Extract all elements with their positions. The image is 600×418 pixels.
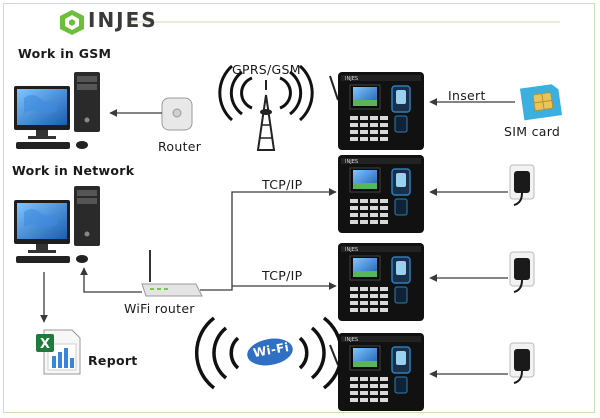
wifi-router-label: WiFi router <box>124 301 195 316</box>
network-computer-icon <box>14 186 100 263</box>
terminal-gsm-icon <box>337 71 425 151</box>
brand-logo-icon <box>60 10 560 35</box>
svg-text:X: X <box>40 337 50 352</box>
excel-report-icon: X <box>36 329 81 375</box>
brand-name: INJES <box>88 8 158 32</box>
power-adapter-2-icon <box>509 251 535 293</box>
terminal-tcpip-2-icon <box>337 242 425 322</box>
report-label: Report <box>88 353 138 368</box>
sim-card-icon <box>519 84 563 121</box>
gsm-section-title: Work in GSM <box>18 46 112 61</box>
gprs-waves-icon <box>218 64 314 122</box>
router-label: Router <box>158 139 202 154</box>
sim-card-label: SIM card <box>504 124 561 139</box>
wifi-to-pc-arrow <box>80 267 142 293</box>
tcpip-label-1: TCP/IP <box>262 177 303 192</box>
tcpip-1-connector <box>200 188 337 291</box>
network-section-title: Work in Network <box>12 163 135 178</box>
terminal-wifi-icon <box>337 332 425 412</box>
diagram-frame <box>3 3 595 413</box>
insert-label: Insert <box>448 88 486 103</box>
power-adapter-1-icon <box>509 164 535 206</box>
wifi-badge-icon <box>245 336 295 368</box>
router-icon <box>161 97 193 131</box>
tcpip-label-2: TCP/IP <box>262 268 303 283</box>
wifi-router-icon <box>141 250 203 297</box>
gsm-computer-icon <box>14 72 100 149</box>
gprs-label: GPRS/GSM <box>232 62 301 77</box>
terminal-tcpip-1-icon <box>337 154 425 234</box>
antenna-tower-icon <box>256 80 276 151</box>
wifi-waves-icon <box>194 316 344 390</box>
power-adapter-3-icon <box>509 342 535 384</box>
